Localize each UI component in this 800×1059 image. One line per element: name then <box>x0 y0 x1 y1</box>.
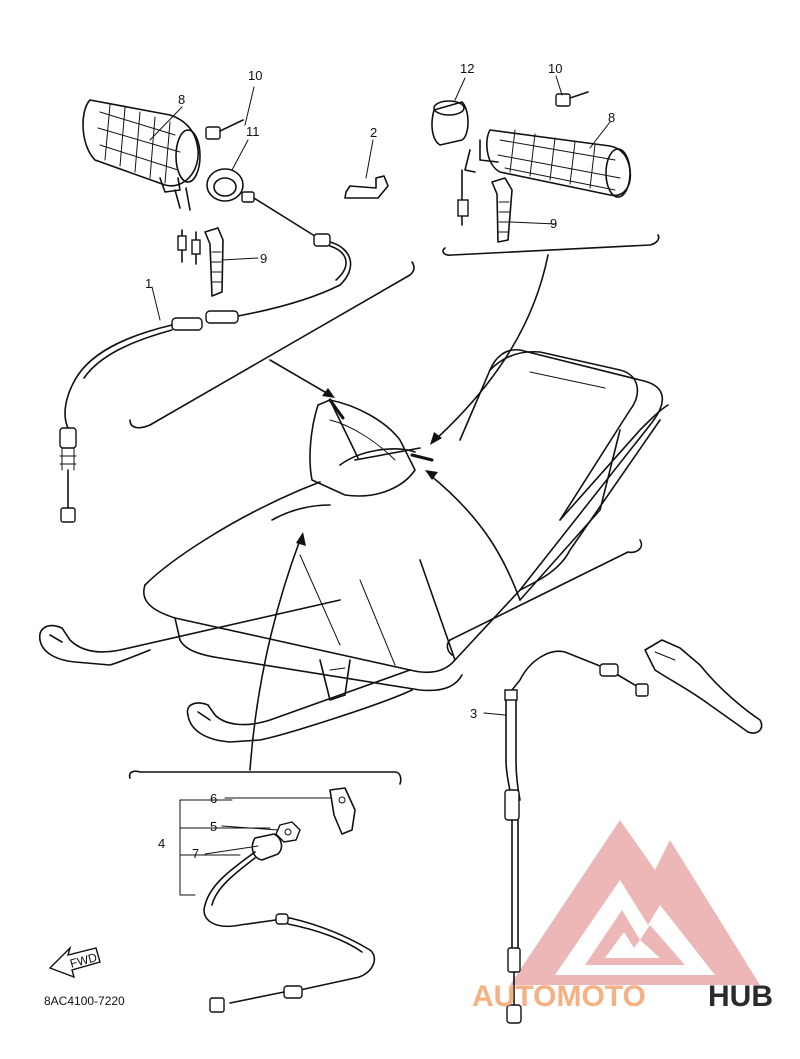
right-grip <box>464 129 632 198</box>
callout-9-left: 9 <box>260 251 267 266</box>
snowmobile-body <box>38 348 669 743</box>
callout-5: 5 <box>210 819 217 834</box>
cable-strap-icon <box>491 177 513 243</box>
callout-9-right: 9 <box>550 216 557 231</box>
clip-icon <box>344 175 389 199</box>
callouts: 8 10 11 2 9 1 12 10 8 9 3 6 5 4 7 <box>145 61 615 861</box>
callout-4: 4 <box>158 836 165 851</box>
watermark-text-primary: AUTOMOTO <box>472 980 646 1013</box>
watermark-text-secondary: HUB <box>708 980 773 1013</box>
callout-3: 3 <box>470 706 477 721</box>
left-grip <box>82 99 201 211</box>
callout-7: 7 <box>192 846 199 861</box>
callout-8-right: 8 <box>608 110 615 125</box>
callout-2: 2 <box>370 125 377 140</box>
connector-icon <box>177 229 201 265</box>
choke-cable-assembly <box>179 787 376 1013</box>
callout-10-left: 10 <box>248 68 262 83</box>
inset-bracket <box>128 770 402 785</box>
callout-10-right: 10 <box>548 61 562 76</box>
screw-icon <box>205 119 244 140</box>
pointer-arrows <box>249 254 549 771</box>
callout-12: 12 <box>460 61 474 76</box>
callout-11: 11 <box>246 124 260 139</box>
callout-1: 1 <box>145 276 152 291</box>
throttle-cable <box>59 191 352 523</box>
inset-bracket <box>129 261 415 429</box>
part-code: 8AC4100-7220 <box>44 994 125 1008</box>
screw-icon <box>555 91 589 107</box>
callout-6: 6 <box>210 791 217 806</box>
fwd-label: FWD <box>68 950 98 971</box>
collar-icon <box>206 168 244 202</box>
brake-cable-assembly <box>504 639 763 1024</box>
watermark-logo <box>510 820 760 985</box>
leader-lines <box>149 75 611 855</box>
fwd-arrow-icon: FWD <box>48 945 101 979</box>
connector-icon <box>457 169 469 226</box>
callout-8-left: 8 <box>178 92 185 107</box>
cable-strap-icon <box>204 227 224 297</box>
inset-bracket <box>442 234 660 256</box>
cap-icon <box>431 100 469 146</box>
